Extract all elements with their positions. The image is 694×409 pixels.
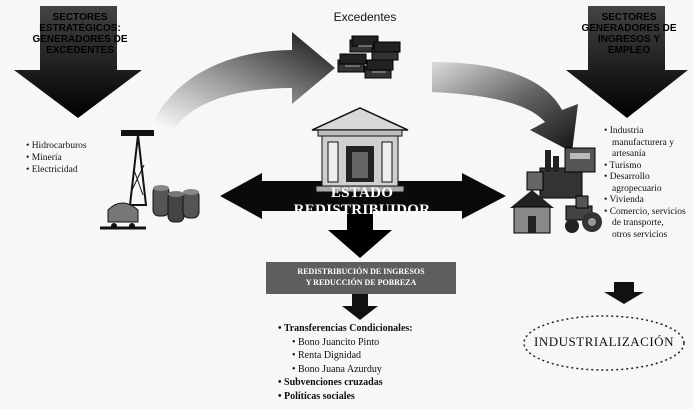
strategic-sectors-list: • Hidrocarburos • Minería • Electricidad <box>26 140 116 176</box>
list-item: • Bono Juancito Pinto <box>292 336 380 348</box>
list-item: • Turismo <box>604 160 642 171</box>
industrialization-label: INDUSTRIALIZACIÓN <box>534 334 674 349</box>
tractor-icon <box>565 195 602 233</box>
right-curved-arrow <box>432 62 578 152</box>
list-item: • Electricidad <box>26 165 78 175</box>
top-left-down-arrow <box>14 6 142 118</box>
income-sectors-list: • Industria manufacturera y artesanía • … <box>604 126 694 241</box>
redistribution-line-1: REDISTRIBUCIÓN DE INGRESOS <box>297 267 425 276</box>
list-item: de transporte, <box>612 218 664 228</box>
center-down-arrow <box>328 210 392 258</box>
redistribution-box <box>266 262 456 294</box>
list-item: • Industria <box>604 126 644 136</box>
list-item: • Subvenciones cruzadas <box>278 377 383 388</box>
money-stacks-icon <box>337 35 401 79</box>
list-item: manufacturera y <box>612 137 674 148</box>
list-item: agropecuario <box>612 183 662 194</box>
list-item: • Hidrocarburos <box>26 141 87 151</box>
industrialization-down-arrow <box>604 282 644 304</box>
redistribution-label: REDISTRIBUCIÓN DE INGRESOS Y REDUCCIÓN D… <box>266 266 456 288</box>
storage-tanks-icon <box>152 185 200 223</box>
list-item: • Desarrollo <box>604 172 650 182</box>
central-double-arrow <box>220 173 506 219</box>
social-policies-list: • Transferencias Condicionales: • Bono J… <box>278 322 478 403</box>
list-item: • Políticas sociales <box>278 390 355 402</box>
income-sectors-title: SECTORES GENERADORES DE INGRESOS Y EMPLE… <box>581 12 677 56</box>
strategic-sectors-title: SECTORES ESTRATÉGICOS: GENERADORES DE EX… <box>32 12 128 56</box>
oil-derrick-icon <box>121 130 154 206</box>
list-item: otros servicios <box>612 229 668 240</box>
house-icon <box>510 190 554 234</box>
excedentes-label: Excedentes <box>333 10 397 24</box>
list-item: • Vivienda <box>604 195 644 205</box>
list-item: • Transferencias Condicionales: <box>278 323 413 334</box>
list-item: • Renta Dignidad <box>292 350 362 361</box>
list-item: • Bono Juana Azurduy <box>292 363 382 375</box>
left-curved-arrow <box>150 32 335 128</box>
redistribution-down-arrow <box>342 294 378 320</box>
estado-redistribuidor-banner: ESTADO REDISTRIBUIDOR <box>293 185 431 218</box>
industrialization-ellipse <box>523 315 685 371</box>
mining-cart-icon <box>100 202 146 230</box>
factory-icon <box>526 147 596 199</box>
list-item: • Minería <box>26 153 62 163</box>
list-item: • Comercio, servicios <box>604 206 686 217</box>
government-building-icon <box>311 107 409 193</box>
redistribution-line-2: Y REDUCCIÓN DE POBREZA <box>305 278 417 287</box>
list-item: artesanía <box>612 149 646 159</box>
top-right-down-arrow <box>566 6 688 118</box>
